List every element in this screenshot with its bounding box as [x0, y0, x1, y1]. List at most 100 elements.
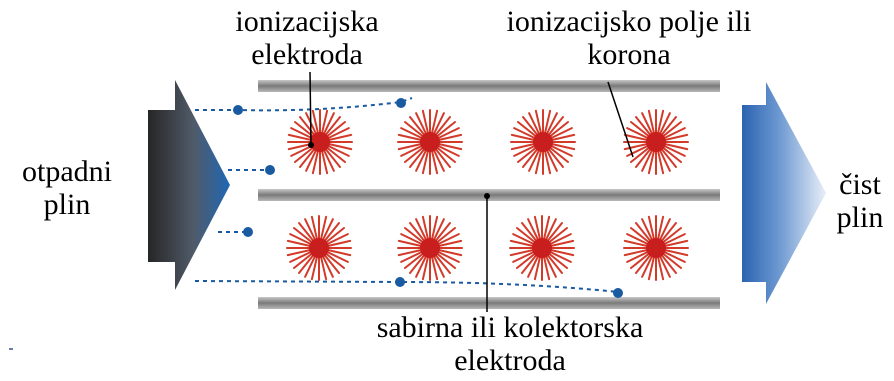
corona-ray	[325, 227, 345, 244]
corona-ray	[397, 249, 423, 257]
corona-ray	[522, 116, 539, 136]
electrode-core	[309, 238, 329, 258]
corona-electrode	[287, 109, 353, 175]
corona-ray	[510, 143, 536, 151]
corona-ray	[662, 252, 682, 269]
corona-ray	[397, 143, 423, 151]
corona-electrode	[509, 215, 575, 281]
corona-ray	[663, 249, 689, 257]
corona-ray	[630, 146, 650, 163]
corona-ray	[630, 252, 650, 269]
corona-ray	[290, 127, 313, 140]
corona-ray	[293, 252, 313, 269]
corona-ray	[324, 148, 341, 168]
corona-ray	[658, 255, 671, 278]
corona-ray	[509, 249, 535, 257]
corona-ray	[663, 143, 689, 151]
corona-ray	[432, 149, 445, 172]
corona-ray	[320, 255, 328, 281]
corona-ray	[404, 146, 424, 163]
corona-ray	[325, 252, 345, 269]
corona-ray	[298, 222, 315, 242]
corona-ray	[326, 239, 352, 247]
corona-ray	[310, 255, 318, 281]
corona-ray	[547, 116, 564, 136]
corona-ray	[437, 127, 460, 140]
corona-ray	[421, 149, 429, 175]
corona-ray	[513, 144, 536, 157]
corona-ray	[400, 250, 423, 263]
label-clean-gas: čist plin	[826, 168, 894, 234]
corona-ray	[510, 133, 536, 141]
corona-ray	[623, 249, 649, 257]
corona-ray	[543, 215, 551, 241]
corona-ray	[431, 109, 439, 135]
label-ionization-electrode: ionizacijska elektroda	[212, 5, 402, 71]
corona-ray	[527, 255, 540, 278]
corona-ray	[657, 215, 665, 241]
corona-ray	[321, 149, 329, 175]
corona-ray	[321, 255, 334, 278]
corona-ray	[660, 254, 677, 274]
corona-ray	[528, 149, 541, 172]
corona-ray	[550, 144, 573, 157]
corona-ray	[517, 146, 537, 163]
corona-ray	[400, 144, 423, 157]
corona-ray	[327, 143, 353, 151]
corona-ray	[663, 127, 686, 140]
corona-ray	[641, 112, 654, 135]
label-line: plin	[43, 188, 91, 221]
corona-ray	[432, 218, 445, 241]
corona-ray	[550, 143, 576, 151]
corona-ray	[294, 121, 314, 138]
electrode-core	[310, 132, 330, 152]
corona-ray	[436, 227, 456, 244]
corona-ray	[434, 116, 451, 136]
corona-ray	[286, 239, 312, 247]
corona-ray	[290, 144, 313, 157]
corona-ray	[304, 255, 317, 278]
corona-ray	[421, 255, 429, 281]
corona-ray	[528, 112, 541, 135]
corona-ray	[546, 222, 563, 242]
corona-ray	[623, 143, 649, 151]
corona-ray	[549, 249, 575, 257]
corona-ray	[321, 218, 334, 241]
corona-ray	[324, 116, 341, 136]
stray-mark	[9, 348, 13, 350]
corona-ray	[512, 250, 535, 263]
label-line: čist	[839, 168, 881, 201]
corona-ray	[323, 254, 340, 274]
corona-ray	[533, 255, 541, 281]
corona-electrode	[286, 215, 352, 281]
corona-ray	[299, 148, 316, 168]
corona-ray	[326, 121, 346, 138]
corona-ray	[287, 133, 313, 141]
corona-ray	[311, 149, 319, 175]
corona-ray	[641, 149, 654, 172]
corona-ray	[657, 149, 665, 175]
corona-ray	[516, 252, 536, 269]
corona-ray	[657, 255, 665, 281]
corona-ray	[431, 215, 439, 241]
corona-ray	[434, 222, 451, 242]
corona-ray	[626, 144, 649, 157]
corona-electrodes	[286, 109, 689, 281]
corona-ray	[549, 233, 572, 246]
corona-ray	[521, 222, 538, 242]
corona-ray	[436, 121, 456, 138]
corona-ray	[527, 218, 540, 241]
corona-ray	[658, 112, 671, 135]
corona-ray	[437, 249, 463, 257]
corona-ray	[623, 239, 649, 247]
corona-ray	[533, 215, 541, 241]
corona-ray	[409, 254, 426, 274]
corona-ray	[517, 121, 537, 138]
electrode-core	[532, 238, 552, 258]
particle-path-1	[195, 97, 413, 112]
corona-ray	[323, 222, 340, 242]
corona-electrode	[623, 215, 689, 281]
corona-ray	[626, 233, 649, 246]
label-line: sabirna ili kolektorska	[376, 311, 644, 344]
particle-path-4	[194, 280, 619, 293]
